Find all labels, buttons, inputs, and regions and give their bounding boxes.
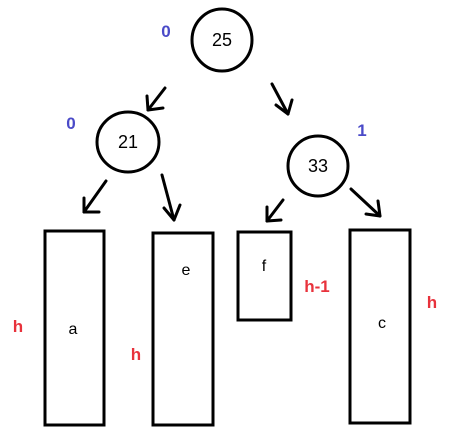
arrow-21-to-a [82, 179, 108, 214]
subtree-a-height: h [13, 317, 23, 336]
node-21: 21 [95, 110, 161, 174]
node-25: 25 [190, 7, 254, 73]
subtree-f-box [236, 230, 293, 322]
subtree-f-height: h-1 [304, 277, 330, 296]
subtree-c-box [348, 228, 412, 425]
arrow-33-to-c [349, 187, 382, 218]
subtree-e-label: e [182, 262, 191, 279]
subtree-e-box [151, 231, 215, 427]
node-21-balance: 0 [66, 114, 75, 133]
node-25-circle [190, 7, 254, 73]
arrow-33-to-f [265, 198, 285, 223]
node-33: 33 [286, 134, 350, 198]
subtree-c-height: h [427, 293, 437, 312]
node-21-circle [95, 110, 161, 174]
subtree-a: a [43, 229, 106, 427]
node-33-balance: 1 [357, 121, 366, 140]
node-25-key: 25 [212, 30, 232, 50]
subtree-e: e [151, 231, 215, 427]
arrow-25-to-21 [145, 86, 167, 112]
node-25-balance: 0 [161, 22, 170, 41]
subtree-c-label: c [378, 315, 386, 332]
node-21-key: 21 [118, 132, 138, 152]
subtree-f: f [236, 230, 293, 322]
node-33-key: 33 [308, 156, 328, 176]
subtree-e-height: h [131, 345, 141, 364]
subtree-f-label: f [262, 258, 267, 275]
subtree-c: c [348, 228, 412, 425]
node-33-circle [286, 134, 350, 198]
arrow-21-to-e [160, 173, 182, 222]
subtree-a-box [43, 229, 106, 427]
arrow-25-to-33 [270, 82, 294, 116]
subtree-a-label: a [69, 321, 78, 338]
